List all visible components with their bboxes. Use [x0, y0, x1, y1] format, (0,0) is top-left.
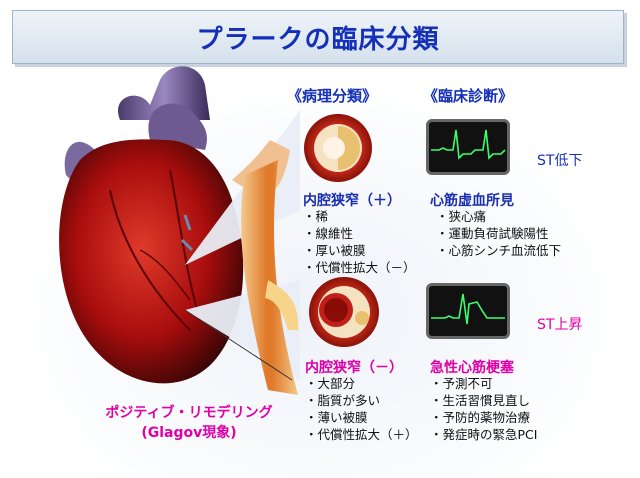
list-item: ・薄い被膜 — [305, 410, 368, 425]
stable-clinical-title: 心筋虚血所見 — [430, 193, 514, 209]
list-item: ・予防的薬物治療 — [430, 410, 531, 425]
page-title: プラークの臨床分類 — [196, 24, 440, 55]
list-item: ・厚い被膜 — [303, 243, 366, 258]
title-bar: プラークの臨床分類 — [12, 10, 624, 64]
list-item: ・代償性拡大（－） — [303, 260, 416, 275]
stable-pathology-list: ・稀 ・線維性 ・厚い被膜 ・代償性拡大（－） — [303, 208, 416, 276]
ecg-label-st-depression: ST低下 — [537, 153, 583, 169]
ecg-label-st-elevation: ST上昇 — [537, 317, 583, 333]
stable-plaque-section — [304, 114, 372, 182]
list-item: ・大部分 — [305, 376, 356, 391]
ecg-trace-icon — [431, 129, 506, 160]
unstable-clinical-list: ・予測不可 ・生活習慣見直し ・予防的薬物治療 ・発症時の緊急PCI — [430, 375, 537, 443]
list-item: ・代償性拡大（＋） — [305, 427, 418, 442]
glagov-pointer — [184, 309, 293, 381]
remodeling-label: ポジティブ・リモデリング (Glagov現象) — [104, 402, 274, 442]
list-item: ・生活習慣見直し — [430, 393, 531, 408]
remodeling-line2: (Glagov現象) — [141, 425, 237, 441]
unstable-plaque-section — [309, 277, 379, 347]
list-item: ・狭心痛 — [436, 209, 487, 224]
stable-clinical-list: ・狭心痛 ・運動負荷試験陽性 ・心筋シンチ血流低下 — [436, 208, 561, 259]
header-pathology: 《病理分類》 — [287, 87, 378, 105]
ecg-monitor-st-elevation — [426, 283, 510, 339]
stable-pathology-title: 内腔狭窄（＋） — [303, 193, 401, 209]
list-item: ・運動負荷試験陽性 — [436, 226, 549, 241]
list-item: ・心筋シンチ血流低下 — [436, 243, 562, 258]
header-clinical: 《臨床診断》 — [423, 87, 514, 105]
list-item: ・発症時の緊急PCI — [430, 427, 538, 442]
ecg-monitor-st-depression — [426, 119, 510, 175]
list-item: ・線維性 — [303, 226, 354, 241]
unstable-pathology-list: ・大部分 ・脂質が多い ・薄い被膜 ・代償性拡大（＋） — [305, 375, 418, 443]
unstable-clinical-title: 急性心筋梗塞 — [430, 360, 514, 376]
ecg-trace-icon — [431, 293, 505, 325]
unstable-pathology-title: 内腔狭窄（－） — [305, 360, 403, 376]
list-item: ・予測不可 — [430, 376, 493, 391]
vessel-segment — [232, 140, 299, 395]
remodeling-line1: ポジティブ・リモデリング — [105, 405, 273, 421]
list-item: ・脂質が多い — [305, 393, 381, 408]
heart-illustration — [59, 66, 244, 384]
list-item: ・稀 — [303, 209, 329, 224]
